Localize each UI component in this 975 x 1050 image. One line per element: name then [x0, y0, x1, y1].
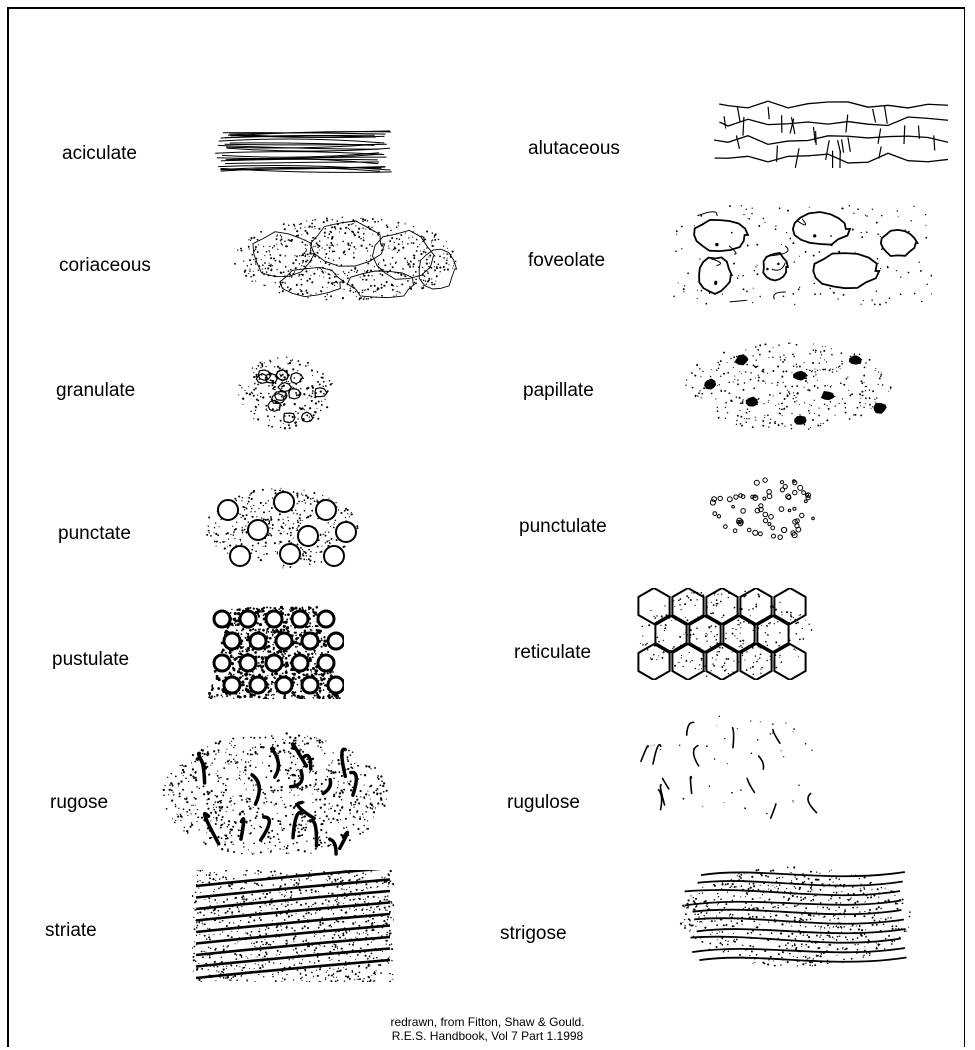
- label-aciculate: aciculate: [62, 144, 137, 163]
- credit-line-2: R.E.S. Handbook, Vol 7 Part 1.1998: [0, 1029, 975, 1043]
- label-granulate: granulate: [56, 381, 135, 400]
- label-punctulate: punctulate: [519, 517, 607, 536]
- label-pustulate: pustulate: [52, 650, 129, 669]
- reticulate-texture-drawing: [632, 588, 814, 680]
- label-foveolate: foveolate: [528, 251, 605, 270]
- label-alutaceous: alutaceous: [528, 139, 620, 158]
- label-strigose: strigose: [500, 924, 567, 943]
- rugulose-texture-drawing: [630, 712, 845, 822]
- label-papillate: papillate: [523, 381, 594, 400]
- strigose-texture-drawing: [678, 866, 914, 968]
- granulate-texture-drawing: [236, 355, 336, 431]
- credit-caption: redrawn, from Fitton, Shaw & Gould. R.E.…: [0, 1015, 975, 1043]
- striate-texture-drawing: [192, 870, 394, 982]
- punctulate-texture-drawing: [710, 474, 830, 540]
- label-rugulose: rugulose: [507, 793, 580, 812]
- coriaceous-texture-drawing: [232, 214, 460, 304]
- label-reticulate: reticulate: [514, 643, 591, 662]
- papillate-texture-drawing: [680, 340, 895, 432]
- label-coriaceous: coriaceous: [59, 256, 151, 275]
- rugose-texture-drawing: [160, 730, 390, 860]
- punctate-texture-drawing: [204, 486, 360, 570]
- foveolate-texture-drawing: [670, 203, 932, 307]
- label-striate: striate: [45, 921, 97, 940]
- label-punctate: punctate: [58, 524, 131, 543]
- alutaceous-texture-drawing: [708, 96, 953, 168]
- credit-line-1: redrawn, from Fitton, Shaw & Gould.: [0, 1015, 975, 1029]
- label-rugose: rugose: [50, 793, 108, 812]
- pustulate-texture-drawing: [204, 605, 344, 699]
- aciculate-texture-drawing: [214, 128, 394, 176]
